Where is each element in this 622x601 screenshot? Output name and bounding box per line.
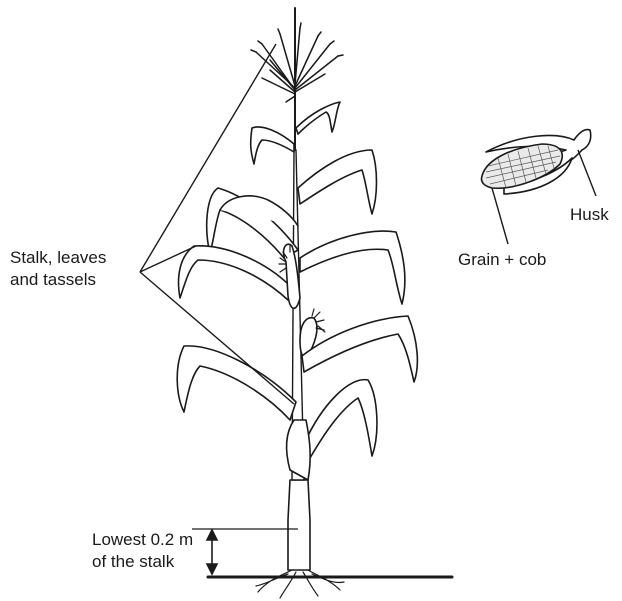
stalk-label-line1: Stalk, leaves (10, 247, 106, 269)
husk-label: Husk (570, 204, 609, 226)
stalk-label-line2: and tassels (10, 269, 106, 291)
leaf-top-right (296, 102, 340, 134)
leaf-lower-left (177, 346, 296, 420)
leaf-top-left (251, 127, 294, 164)
leaf-bottom-right (304, 380, 377, 458)
stalk-base (288, 480, 310, 570)
maize-cob-drawing (481, 130, 596, 244)
maize-plant-drawing (177, 8, 452, 598)
leaf-mid-left (179, 246, 294, 300)
grain-cob-label: Grain + cob (458, 249, 546, 271)
stalk-leaves-tassels-label: Stalk, leaves and tassels (10, 247, 106, 291)
leaf-lower-right (302, 316, 417, 382)
leaf-upper-right (298, 150, 377, 214)
leaf-mid-right (300, 231, 405, 304)
lowest-stalk-label: Lowest 0.2 m of the stalk (92, 529, 193, 573)
roots (256, 570, 344, 598)
lowest-label-line1: Lowest 0.2 m (92, 529, 193, 551)
lowest-label-line2: of the stalk (92, 551, 193, 573)
husk-leader (578, 150, 596, 196)
grain-leader (492, 188, 508, 244)
leaf-sheath-base (287, 420, 311, 480)
lowest-stalk-dimension (192, 529, 298, 574)
